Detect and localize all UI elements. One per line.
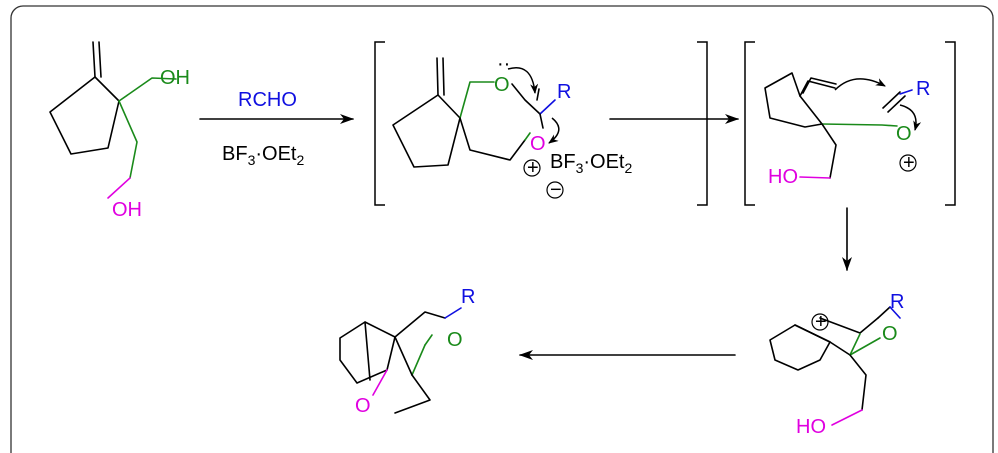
- intermediate-3: R O HO +: [769, 291, 904, 438]
- intermediate-1: ·· O R O BF3·OEt2 + −: [374, 41, 708, 206]
- product: R O O: [339, 286, 475, 417]
- reagent-aldehyde: RCHO: [238, 89, 297, 111]
- scheme-frame: [10, 5, 994, 453]
- sm-oh-magenta: OH: [112, 199, 142, 221]
- reagent-lewis-acid: BF3·OEt2: [222, 143, 304, 168]
- product-oxygen-bridge: O: [355, 395, 371, 417]
- int1-oxygen-ring: O: [530, 133, 546, 155]
- int2-plus-charge: +: [903, 152, 915, 174]
- reaction-arrow-1: RCHO BF3·OEt2: [199, 89, 354, 168]
- intermediate-2: R O HO +: [744, 41, 956, 206]
- int2-oxygen: O: [896, 123, 912, 145]
- int1-lone-pair: ··: [497, 53, 510, 75]
- int2-ho: HO: [768, 166, 798, 188]
- starting-material: OH OH: [49, 41, 190, 221]
- int1-minus-charge: −: [550, 179, 562, 201]
- product-oxygen: O: [447, 329, 463, 351]
- int3-plus-charge: +: [815, 311, 827, 333]
- int3-r-group: R: [890, 291, 904, 313]
- int1-bf3-oet2: BF3·OEt2: [550, 151, 632, 176]
- int1-plus-charge: +: [527, 157, 539, 179]
- int1-oxygen-top: O: [494, 74, 510, 96]
- int3-ho: HO: [796, 416, 826, 438]
- int3-oxygen: O: [882, 323, 898, 345]
- int2-r-group: R: [916, 78, 930, 100]
- product-r-group: R: [461, 286, 475, 308]
- int1-r-group: R: [557, 81, 571, 103]
- sm-oh-green: OH: [160, 67, 190, 89]
